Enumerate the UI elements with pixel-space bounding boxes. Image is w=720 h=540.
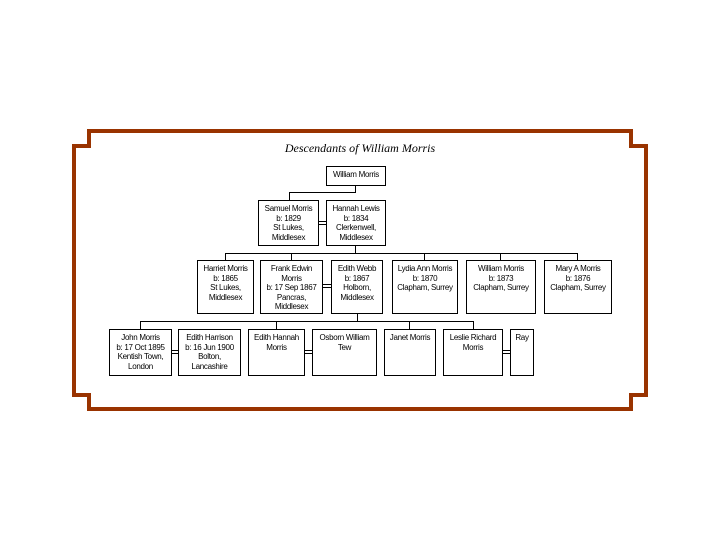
person-box-ray[interactable]: Ray <box>510 329 534 376</box>
person-detail: b: 1873 <box>488 273 514 283</box>
connector-line <box>140 321 141 330</box>
person-detail: Clapham, Surrey <box>550 283 606 292</box>
person-detail: Pancras, <box>276 292 307 302</box>
person-detail: b: 1876 <box>565 273 591 283</box>
person-name: Mary A Morris <box>555 264 601 273</box>
person-name: Osborn William <box>319 333 370 342</box>
person-detail: Bolton, <box>198 352 221 361</box>
person-name: Leslie Richard <box>449 333 497 342</box>
connector-line <box>355 186 356 193</box>
person-detail: b: 16 Jun 1900 <box>185 342 234 352</box>
person-detail: Clapham, Surrey <box>397 283 453 292</box>
person-detail: b: 1867 <box>344 273 370 283</box>
person-name: Edith Webb <box>337 264 377 273</box>
marriage-link <box>323 284 331 288</box>
marriage-link <box>503 350 510 354</box>
person-detail: b: 1834 <box>343 213 369 223</box>
person-box-janet-morris[interactable]: Janet Morris <box>384 329 436 376</box>
person-name: Edith Harrison <box>186 333 233 342</box>
person-detail: b: 1829 <box>276 213 301 223</box>
person-detail: Kentish Town, <box>117 352 164 361</box>
person-name: Lydia Ann Morris <box>397 264 453 273</box>
person-detail: Holborn, <box>343 283 371 292</box>
person-detail: Middlesex <box>208 292 243 302</box>
person-detail: b: 1870 <box>412 273 438 283</box>
frame-border <box>72 129 648 411</box>
connector-line <box>409 321 410 330</box>
marriage-link <box>319 221 326 225</box>
connector-line <box>289 192 290 201</box>
person-detail: London <box>128 361 153 371</box>
person-name: William Morris <box>332 170 379 179</box>
person-detail: Middlesex <box>340 292 374 302</box>
marriage-link <box>172 350 178 354</box>
connector-line <box>276 321 277 330</box>
person-detail: St Lukes, <box>210 283 241 292</box>
person-detail: Lancashire <box>191 361 228 371</box>
person-name: Hannah Lewis <box>332 204 380 213</box>
person-detail: Morris <box>281 273 302 283</box>
person-detail: Clapham, Surrey <box>473 283 529 292</box>
person-name: Ray <box>515 333 529 342</box>
connector-line <box>289 192 356 193</box>
person-detail: Middlesex <box>271 232 306 242</box>
connector-line <box>225 253 578 254</box>
connector-line <box>225 253 226 261</box>
person-name: William Morris <box>477 264 524 273</box>
person-detail: Middlesex <box>339 232 373 242</box>
person-name: Edith Hannah <box>254 333 299 342</box>
person-name: Samuel Morris <box>264 204 313 213</box>
person-name: Janet Morris <box>389 333 431 342</box>
person-name: Harriet Morris <box>203 264 248 273</box>
person-detail: b: 17 Sep 1867 <box>266 283 317 292</box>
connector-line <box>500 253 501 261</box>
connector-line <box>577 253 578 261</box>
person-detail: Morris <box>266 342 287 352</box>
person-detail: b: 1865 <box>213 273 238 283</box>
person-detail: Morris <box>462 342 484 352</box>
connector-line <box>357 314 358 322</box>
person-name: John Morris <box>121 333 160 342</box>
person-name: Frank Edwin <box>270 264 313 273</box>
connector-line <box>140 321 474 322</box>
person-box-william-morris-sr[interactable]: William Morris <box>326 166 386 186</box>
connector-line <box>355 246 356 254</box>
connector-line <box>473 321 474 330</box>
person-detail: b: 17 Oct 1895 <box>116 342 165 352</box>
person-detail: Clerkenwell, <box>336 223 376 232</box>
marriage-link <box>305 350 312 354</box>
connector-line <box>291 253 292 261</box>
chart-title: Descendants of William Morris <box>284 141 436 155</box>
connector-line <box>424 253 425 261</box>
person-detail: Tew <box>337 342 352 352</box>
person-detail: Middlesex <box>274 302 309 311</box>
person-detail: St Lukes, <box>273 223 304 232</box>
